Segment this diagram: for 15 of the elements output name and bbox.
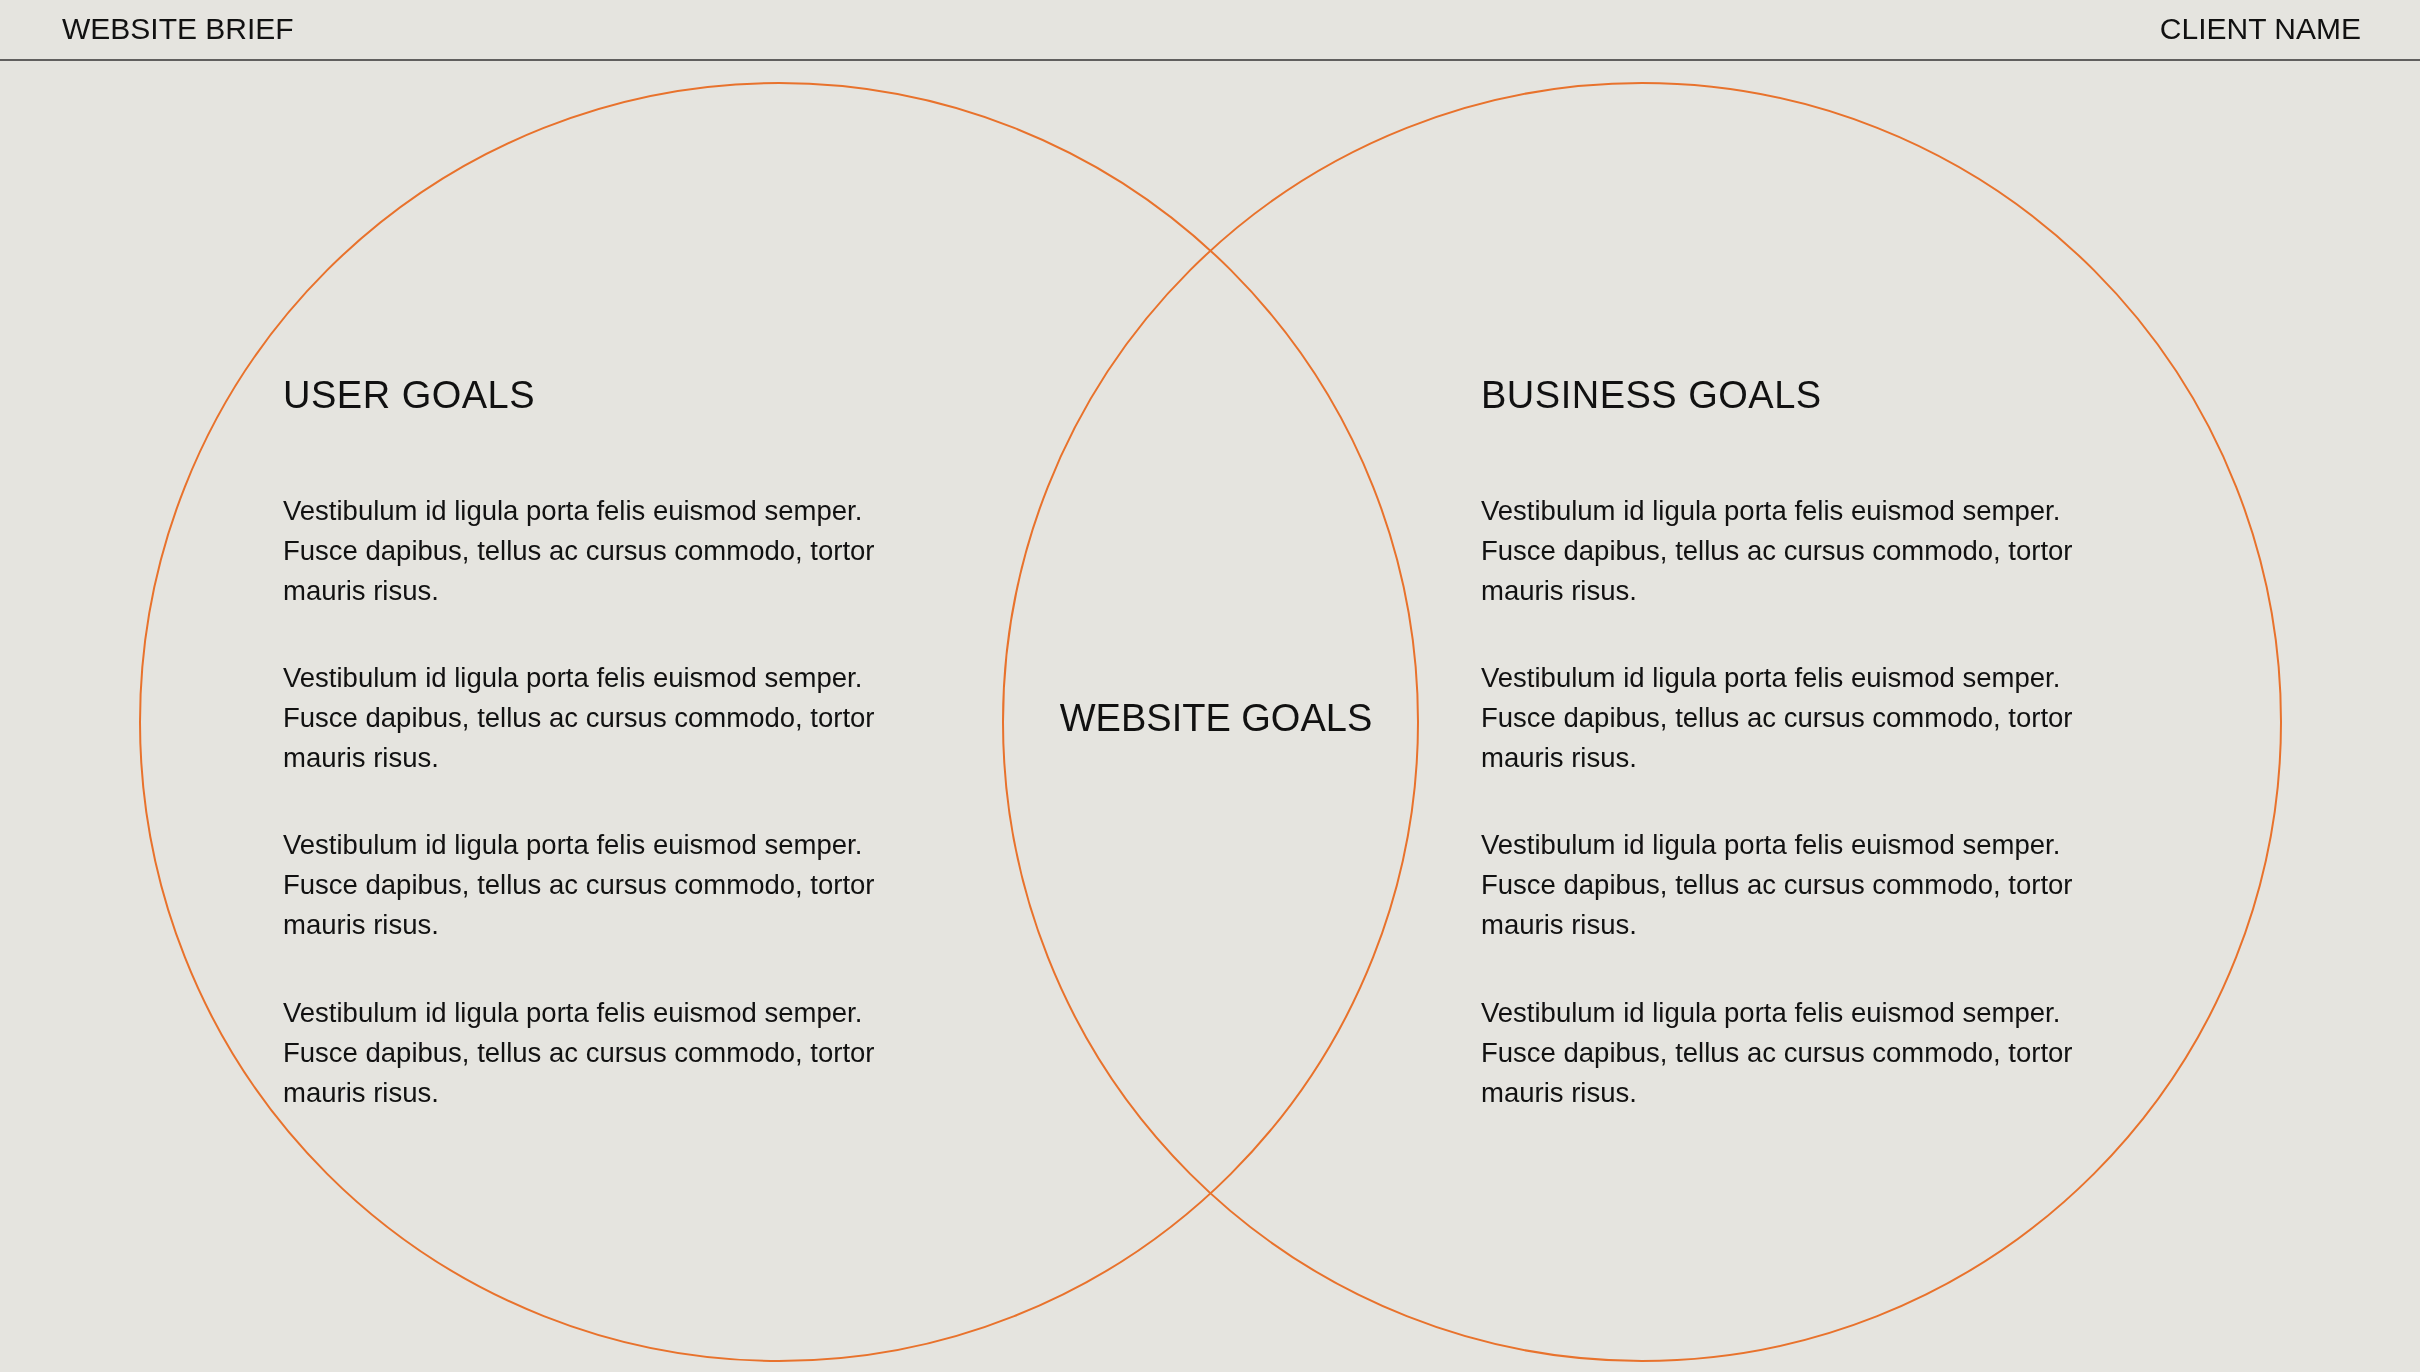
goal-paragraph: Vestibulum id ligula porta felis euismod semper. Fusce dapibus, tellus ac cursus commodo, tortor mauris risus. xyxy=(1481,494,2074,608)
goal-paragraph: Vestibulum id ligula porta felis euismod semper. Fusce dapibus, tellus ac cursus commodo, tortor mauris risus. xyxy=(283,828,876,942)
section-heading: USER GOALS xyxy=(283,374,536,417)
goal-circle xyxy=(139,82,1419,1362)
overlap-heading: WEBSITE GOALS xyxy=(1059,697,1373,740)
goal-paragraph: Vestibulum id ligula porta felis euismod semper. Fusce dapibus, tellus ac cursus commodo, tortor mauris risus. xyxy=(1481,661,2074,775)
goal-paragraph: Vestibulum id ligula porta felis euismod semper. Fusce dapibus, tellus ac cursus commodo, tortor mauris risus. xyxy=(283,661,876,775)
section-heading: BUSINESS GOALS xyxy=(1481,374,1822,417)
goal-paragraph: Vestibulum id ligula porta felis euismod semper. Fusce dapibus, tellus ac cursus commodo, tortor mauris risus. xyxy=(1481,996,2074,1110)
goal-circle xyxy=(1002,82,2282,1362)
header-title: WEBSITE BRIEF xyxy=(62,12,294,46)
goal-paragraph: Vestibulum id ligula porta felis euismod semper. Fusce dapibus, tellus ac cursus commodo, tortor mauris risus. xyxy=(283,996,876,1110)
header-client: CLIENT NAME xyxy=(2159,12,2361,46)
goal-paragraph: Vestibulum id ligula porta felis euismod semper. Fusce dapibus, tellus ac cursus commodo, tortor mauris risus. xyxy=(283,494,876,608)
goal-paragraph: Vestibulum id ligula porta felis euismod semper. Fusce dapibus, tellus ac cursus commodo, tortor mauris risus. xyxy=(1481,828,2074,942)
